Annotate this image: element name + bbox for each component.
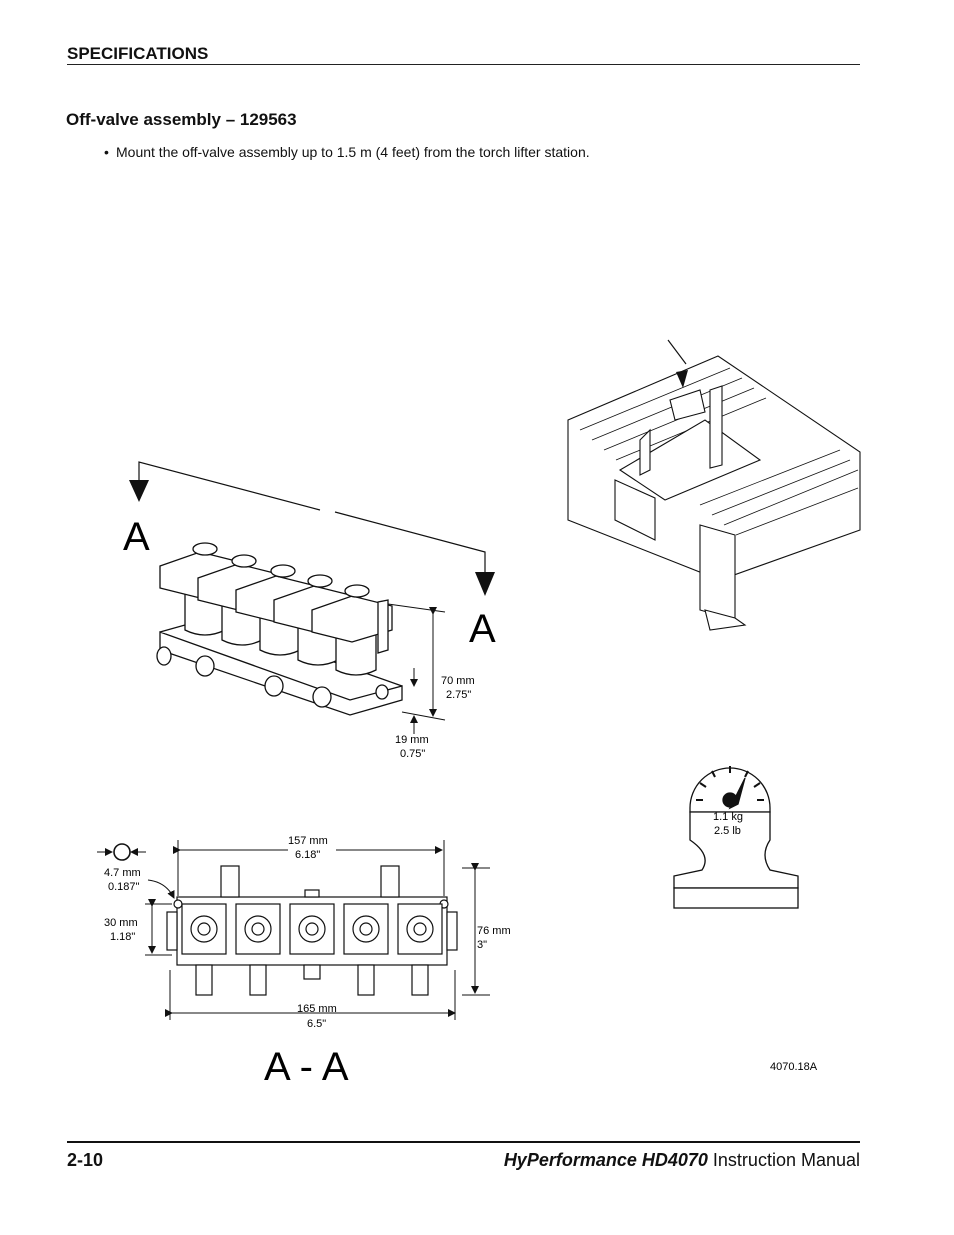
- section-dimensions: [97, 840, 490, 1020]
- weight-kg-label: 1.1 kg: [713, 811, 743, 823]
- manual-suffix: Instruction Manual: [707, 1150, 860, 1170]
- valve-assembly-iso: [156, 542, 403, 716]
- bottom-fittings: [195, 964, 429, 996]
- bullet-item: • Mount the off-valve assembly up to 1.5 …: [104, 144, 590, 160]
- bullet-dot-icon: •: [104, 144, 109, 160]
- header-rule: [67, 64, 860, 65]
- hole-mm-label: 4.7 mm: [104, 867, 141, 879]
- section-arrow-left-icon: [129, 480, 149, 502]
- location-arrow-icon: [676, 370, 688, 388]
- cutting-table-illustration: [567, 339, 861, 631]
- valve-bodies: [181, 903, 443, 955]
- section-letter-left: A: [123, 515, 150, 559]
- section-letter-right: A: [469, 607, 496, 651]
- section-aa-label: A - A: [264, 1045, 349, 1089]
- header-title: SPECIFICATIONS: [67, 44, 209, 63]
- hole-diameter-icon: [113, 843, 131, 861]
- section-title: Off-valve assembly – 129563: [66, 110, 297, 129]
- hole-spacing-mm-label: 30 mm: [104, 917, 138, 929]
- section-view: [166, 865, 458, 996]
- figure-id-label: 4070.18A: [770, 1061, 818, 1073]
- total-width-in-label: 6.5": [307, 1018, 326, 1030]
- height-in-label: 2.75": [446, 689, 471, 701]
- width-top-mm-label: 157 mm: [288, 835, 328, 847]
- fittings: [156, 646, 389, 708]
- page-number: 2-10: [67, 1150, 104, 1170]
- total-height-in-label: 3": [477, 939, 487, 951]
- width-top-in-label: 6.18": [295, 849, 320, 861]
- weight-lb-label: 2.5 lb: [714, 825, 741, 837]
- total-height-mm-label: 76 mm: [477, 925, 511, 937]
- height-mm-label: 70 mm: [441, 675, 475, 687]
- hole-in-label: 0.187": [108, 881, 140, 893]
- base-mm-label: 19 mm: [395, 734, 429, 746]
- product-name: HyPerformance HD4070: [503, 1150, 708, 1170]
- bullet-text: Mount the off-valve assembly up to 1.5 m…: [116, 144, 590, 160]
- section-line: [138, 461, 486, 573]
- total-width-mm-label: 165 mm: [297, 1003, 337, 1015]
- manual-title: HyPerformance HD4070 Instruction Manual: [504, 1150, 860, 1171]
- hex-nuts: [192, 542, 370, 598]
- iso-dimensions: [387, 603, 446, 734]
- footer-rule: [67, 1141, 860, 1143]
- section-arrow-right-icon: [475, 572, 495, 596]
- hole-spacing-in-label: 1.18": [110, 931, 135, 943]
- scale-illustration: [673, 766, 799, 909]
- base-in-label: 0.75": [400, 748, 425, 760]
